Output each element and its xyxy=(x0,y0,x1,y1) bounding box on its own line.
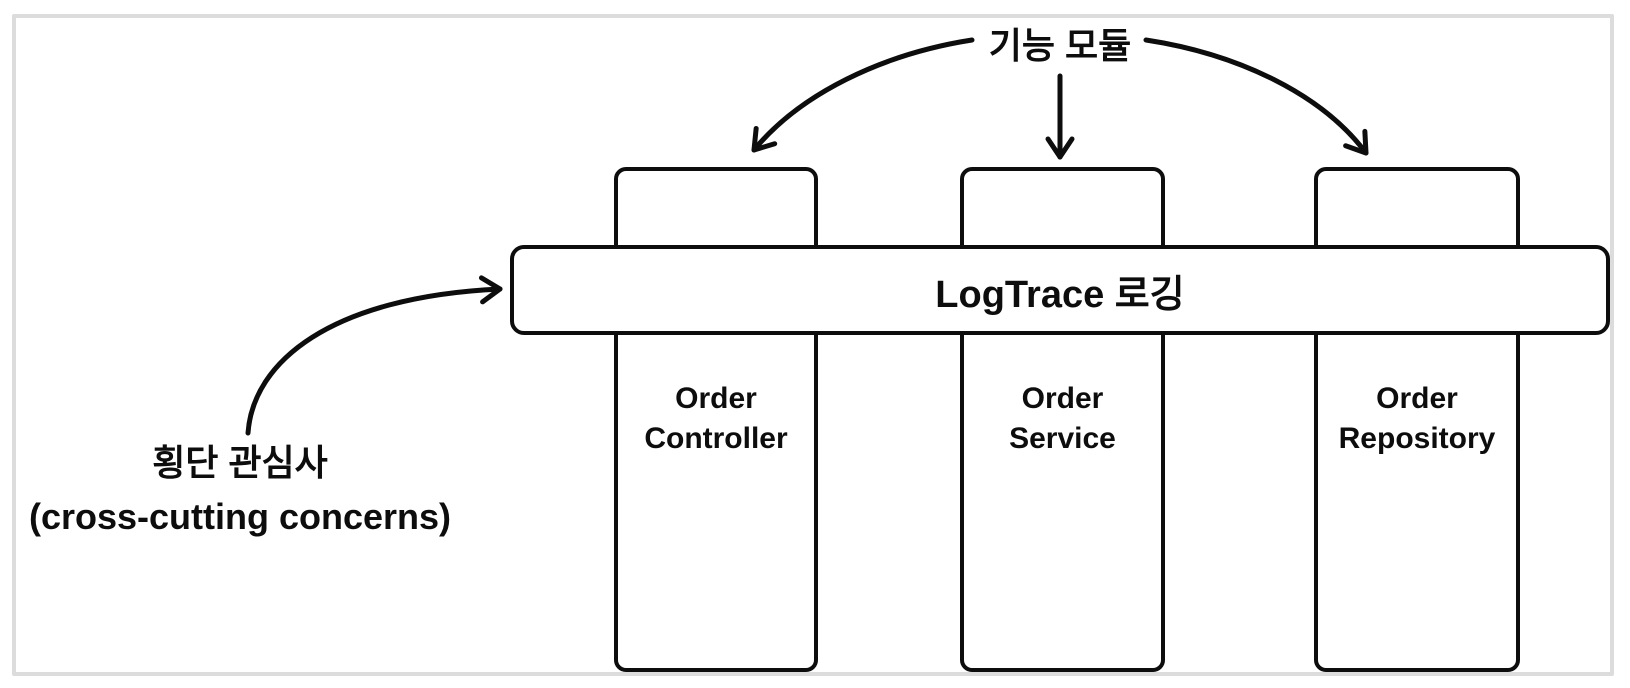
diagram-frame xyxy=(12,14,1614,676)
module-label-line1: Order xyxy=(1021,382,1104,415)
module-label-order-service: Order Service xyxy=(1009,379,1116,459)
module-box-order-service: Order Service xyxy=(960,167,1165,672)
logtrace-bar: LogTrace 로깅 xyxy=(510,245,1610,335)
module-label-order-controller: Order Controller xyxy=(644,379,787,459)
cross-cutting-concerns-label: 횡단 관심사 (cross-cutting concerns) xyxy=(0,436,480,544)
cross-cutting-label-english: (cross-cutting concerns) xyxy=(28,496,452,537)
cross-cutting-label-korean: 횡단 관심사 xyxy=(152,442,328,483)
module-label-line2: Controller xyxy=(644,422,788,455)
feature-module-label: 기능 모듈 xyxy=(988,25,1132,66)
logtrace-bar-label: LogTrace 로깅 xyxy=(935,273,1185,316)
module-box-order-repository: Order Repository xyxy=(1314,167,1520,672)
module-label-line2: Repository xyxy=(1338,422,1496,455)
module-label-line2: Service xyxy=(1009,422,1116,455)
module-label-line1: Order xyxy=(675,382,757,415)
module-label-order-repository: Order Repository xyxy=(1339,379,1496,459)
module-box-order-controller: Order Controller xyxy=(614,167,818,672)
module-label-line1: Order xyxy=(1376,382,1458,415)
